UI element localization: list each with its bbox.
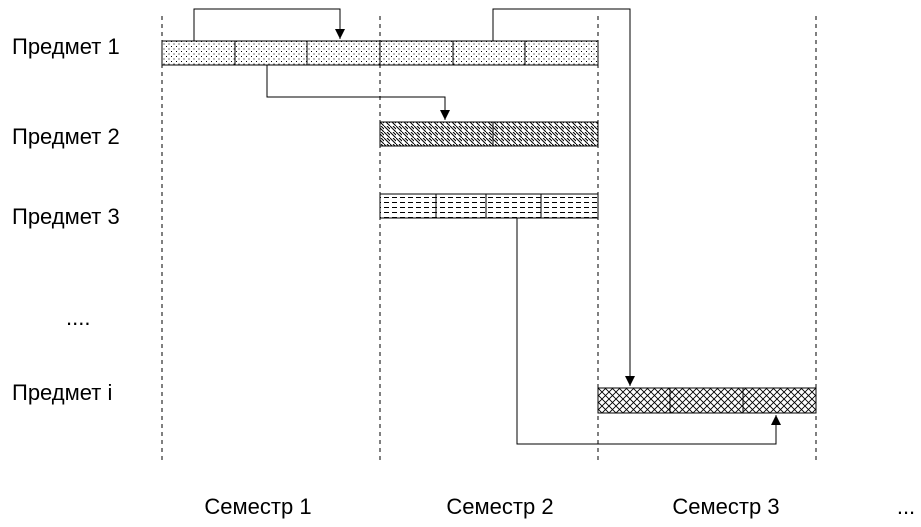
semester-labels: Семестр 1 Семестр 2 Семестр 3 ... [204,494,915,519]
row-label: Предмет 2 [12,124,120,149]
arrow-row1-internal [193,8,345,41]
bar-row-2 [379,121,599,147]
bar-row-i [597,387,817,414]
semester-label: ... [897,494,915,519]
arrow-row1-to-row-i [492,8,635,386]
row-label: Предмет 1 [12,34,120,59]
bar-row-3 [379,193,599,219]
row-label: .... [66,305,90,330]
semester-label: Семестр 2 [446,494,553,519]
bar-row-1 [161,40,599,66]
row-labels: Предмет 1 Предмет 2 Предмет 3 .... Предм… [12,34,120,405]
arrow-row1-to-row2 [266,65,450,120]
row-label: Предмет 3 [12,204,120,229]
semester-label: Семестр 1 [204,494,311,519]
arrow-row3-to-row-i [516,218,781,445]
connector-arrows [193,8,781,445]
row-label: Предмет i [12,380,112,405]
semester-label: Семестр 3 [672,494,779,519]
